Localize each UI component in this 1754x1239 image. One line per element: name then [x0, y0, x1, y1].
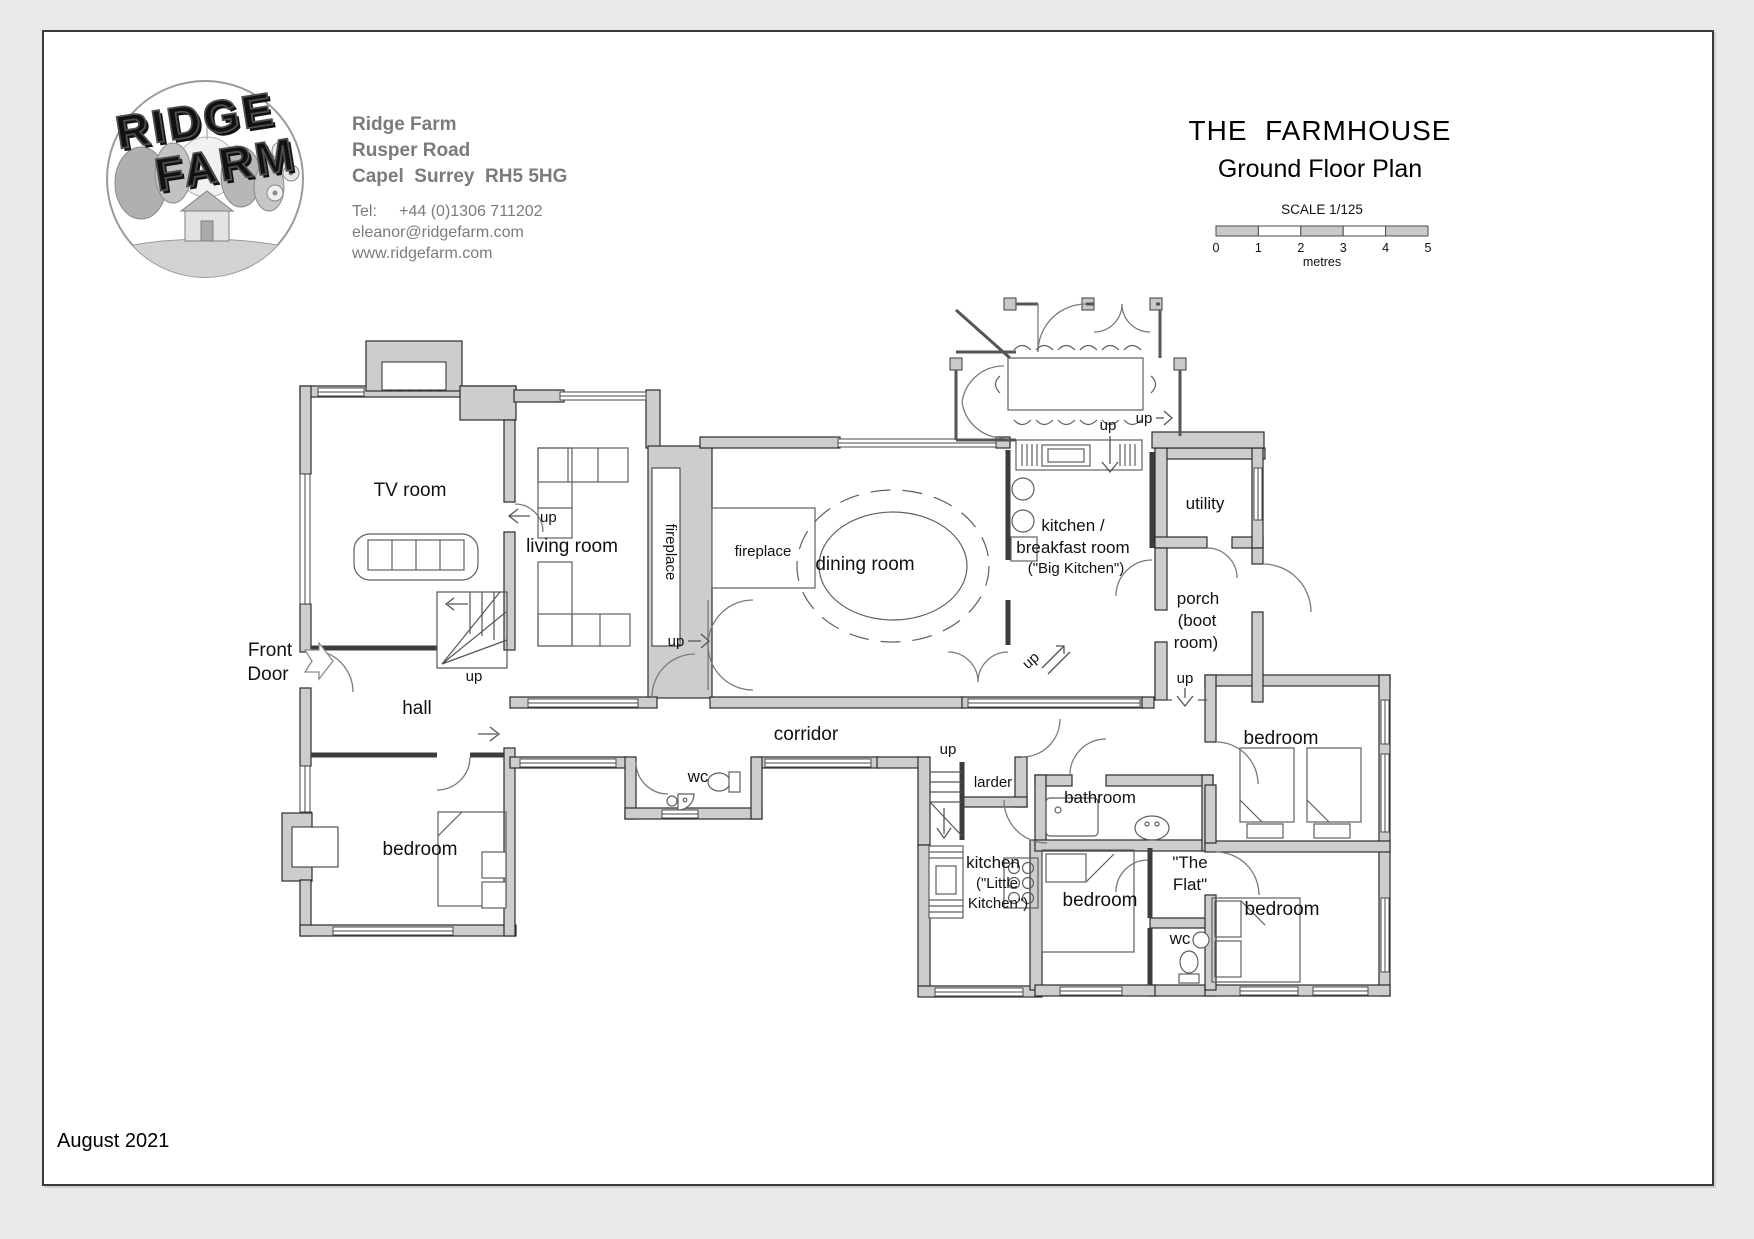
bedroom-left-bed — [437, 811, 507, 909]
scale-tick-3: 3 — [1340, 241, 1347, 255]
room-label-bathroom: bathroom — [1064, 788, 1136, 807]
label-the-flat-line2: Flat" — [1173, 875, 1207, 894]
hall-stairs — [436, 591, 508, 669]
room-label-bedroom-bottom-right: bedroom — [1245, 899, 1320, 920]
label-up-porch: up — [1177, 670, 1194, 687]
sheet-title: THE FARMHOUSE — [1188, 115, 1452, 146]
label-up-larder: up — [940, 741, 957, 758]
farm-name: Ridge Farm — [352, 114, 457, 135]
tv-room-up-arrow-icon — [507, 508, 530, 524]
room-label-corridor: corridor — [774, 724, 839, 745]
big-kitchen-hob — [1010, 477, 1038, 562]
room-label-wc-flat: wc — [1169, 929, 1191, 948]
date-label: August 2021 — [57, 1130, 170, 1152]
little-kitchen-range — [928, 845, 964, 919]
little-kitchen-hob — [1003, 857, 1039, 909]
room-label-little-kitchen-line3: Kitchen") — [968, 895, 1028, 912]
farm-website: www.ridgefarm.com — [352, 245, 493, 262]
label-up-hall: up — [466, 668, 483, 685]
bedroom-br-bed — [1211, 897, 1301, 983]
hall-corridor-arrow-icon — [478, 726, 501, 742]
sheet-subtitle: Ground Floor Plan — [1217, 155, 1423, 183]
logo-wordmark: RIDGE RIDGE FARM FARM — [111, 81, 303, 204]
room-label-kitchen-line3: ("Big Kitchen") — [1028, 560, 1125, 577]
label-the-flat-line1: "The — [1172, 853, 1207, 872]
larder-stairs — [929, 771, 963, 840]
room-label-fireplace-dining: fireplace — [735, 543, 792, 560]
front-door-arrow-icon — [303, 641, 334, 681]
kitchen-steps — [1041, 645, 1071, 675]
room-label-utility: utility — [1186, 494, 1225, 513]
garden-room — [949, 297, 1187, 442]
ridge-farm-logo: RIDGE RIDGE FARM FARM — [106, 80, 304, 278]
scale-tick-2: 2 — [1297, 241, 1304, 255]
porch-up-arrow-icon — [1176, 688, 1194, 708]
scale-label: SCALE 1/125 — [1281, 202, 1363, 217]
scale-tick-1: 1 — [1255, 241, 1262, 255]
arrows — [303, 410, 1194, 742]
furniture — [353, 439, 1362, 984]
living-room-sofas — [537, 447, 631, 647]
bedroom-flat-bed — [1041, 849, 1135, 953]
tv-room-sofa — [353, 533, 479, 581]
flat-wc-fixtures — [1178, 931, 1210, 984]
bedroom-tr-beds — [1239, 747, 1362, 839]
scale-tick-5: 5 — [1425, 241, 1432, 255]
room-label-hall: hall — [402, 698, 432, 719]
label-up-kitchen-steps: up — [1019, 649, 1043, 673]
farm-street: Rusper Road — [352, 140, 471, 161]
windows — [299, 387, 1390, 997]
room-label-kitchen-line1: kitchen / — [1041, 516, 1105, 535]
big-kitchen-counter — [1015, 439, 1143, 471]
label-front-door-line1: Front — [248, 640, 293, 661]
room-label-bedroom-left: bedroom — [383, 839, 458, 860]
scale-tick-0: 0 — [1213, 241, 1220, 255]
farm-city: Capel Surrey RH5 5HG — [352, 166, 568, 187]
fireplaces — [291, 361, 816, 868]
label-up-tv: up — [540, 509, 557, 526]
room-label-bedroom-top-right: bedroom — [1244, 728, 1319, 749]
utility-up-arrow-icon — [1156, 410, 1173, 426]
room-labels: TV room living room fireplace fireplace … — [247, 410, 1319, 948]
wc-fixtures — [666, 771, 741, 811]
room-label-little-kitchen-line2: ("Little — [976, 875, 1018, 892]
label-up-utility: up — [1136, 410, 1153, 427]
farm-tel: Tel: +44 (0)1306 711202 — [352, 203, 543, 220]
scale-unit: metres — [1303, 255, 1341, 269]
label-up-garden: up — [1100, 417, 1117, 434]
door-swings — [310, 503, 1312, 896]
bathroom-fixtures — [1045, 797, 1170, 841]
label-front-door-line2: Door — [247, 664, 289, 685]
garden-table-chairs — [994, 344, 1157, 426]
farm-email: eleanor@ridgefarm.com — [352, 224, 524, 241]
room-label-bedroom-flat: bedroom — [1063, 890, 1138, 911]
address-block: Ridge Farm Rusper Road Capel Surrey RH5 … — [352, 112, 567, 264]
room-label-porch-line2: (boot — [1178, 611, 1217, 630]
room-label-dining-room: dining room — [815, 554, 914, 575]
scale-bar: SCALE 1/125 0 1 2 3 4 5 metres — [1213, 202, 1432, 269]
room-label-porch-line1: porch — [1177, 589, 1220, 608]
room-label-wc: wc — [687, 767, 709, 786]
dining-table — [796, 489, 990, 643]
room-label-porch-line3: room) — [1174, 633, 1218, 652]
room-label-fireplace-living: fireplace — [662, 524, 679, 581]
dining-up-arrow-icon — [688, 633, 710, 649]
room-label-larder: larder — [974, 774, 1012, 791]
scale-tick-4: 4 — [1382, 241, 1389, 255]
label-up-dining: up — [668, 633, 685, 650]
partitions — [311, 450, 1207, 985]
room-label-kitchen-line2: breakfast room — [1016, 538, 1129, 557]
room-label-little-kitchen-line1: kitchen — [966, 853, 1020, 872]
page-border — [42, 30, 1714, 1186]
room-label-tv-room: TV room — [374, 480, 447, 501]
logo-illustration — [107, 127, 303, 277]
room-label-living-room: living room — [526, 536, 618, 557]
garden-up-arrow-icon — [1101, 436, 1119, 474]
